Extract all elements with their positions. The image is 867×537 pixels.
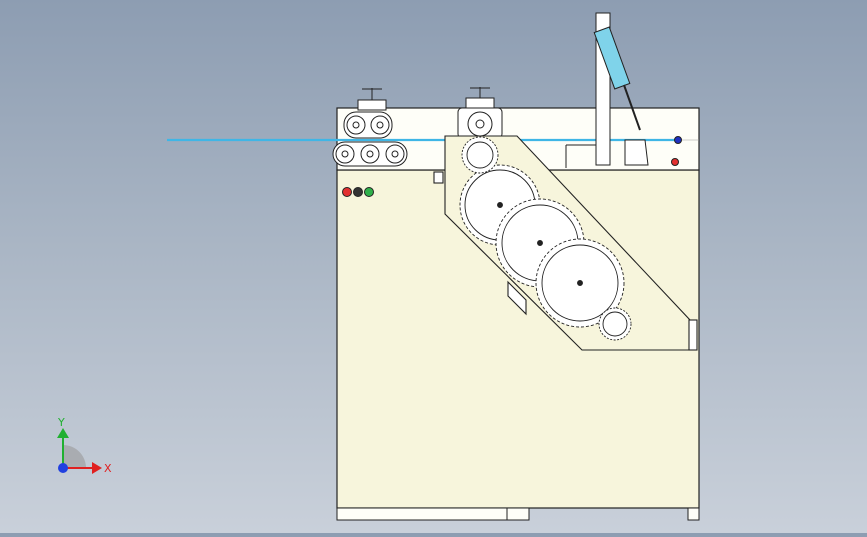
black-lamp[interactable] <box>353 187 363 197</box>
straightening-rollers <box>332 88 408 167</box>
x-axis-label: X <box>104 462 112 475</box>
red-lamp[interactable] <box>342 187 352 197</box>
pneumatic-cylinder <box>565 12 682 168</box>
feed-roller <box>457 87 503 139</box>
y-axis-label: Y <box>57 416 65 429</box>
axis-triad: Y X <box>57 416 112 475</box>
gear-train <box>459 136 632 341</box>
indicator-lamps <box>342 187 374 197</box>
green-lamp[interactable] <box>364 187 374 197</box>
